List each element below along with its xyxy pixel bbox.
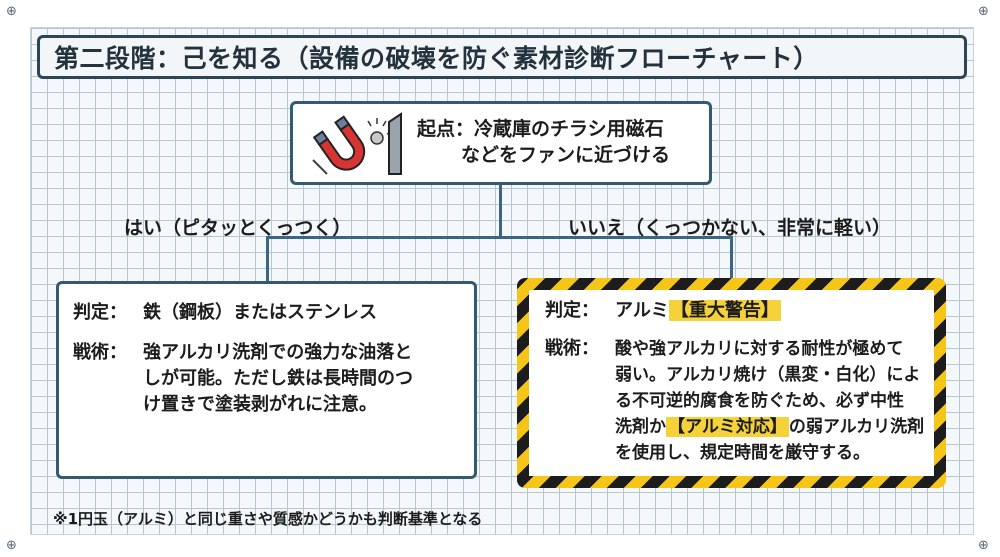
- verdict-value: アルミ: [615, 300, 669, 321]
- result-box-steel: 判定： 鉄（鋼板）またはステンレス 戦術： 強アルカリ洗剤での強力な油落と しが…: [56, 281, 477, 479]
- start-line-2: などをファンに近づける: [461, 144, 671, 166]
- verdict-row-aluminum: 判定： アルミ【重大警告】: [545, 298, 925, 324]
- tactic-line: 洗剤か【アルミ対応】の弱アルカリ洗剤: [615, 417, 925, 437]
- tactic-label: 戦術：: [73, 342, 127, 363]
- tactic-line: しが可能。ただし鉄は長時間のつ: [143, 368, 413, 389]
- start-description: 起点：冷蔵庫のチラシ用磁石 などをファンに近づける: [417, 116, 670, 168]
- connector-right: [730, 236, 733, 280]
- tactic-line: 酸や強アルカリに対する耐性が極めて: [615, 339, 904, 359]
- verdict-value: 鉄（鋼板）またはステンレス: [143, 302, 377, 323]
- start-node: 起点：冷蔵庫のチラシ用磁石 などをファンに近づける: [290, 101, 712, 185]
- tactic-line: 弱い。アルカリ焼け（黒変・白化）によ: [615, 365, 921, 385]
- connector-stem: [499, 185, 502, 237]
- title-banner: 第二段階：己を知る（設備の破壊を防ぐ素材診断フローチャート）: [37, 35, 967, 79]
- crosshair-mark-top-right: ⊕: [978, 4, 989, 19]
- tactic-line: を使用し、規定時間を厳守する。: [615, 443, 870, 463]
- verdict-label: 判定：: [73, 302, 127, 323]
- tactic-label: 戦術：: [545, 338, 599, 359]
- warning-badge: 【重大警告】: [668, 300, 781, 321]
- page-title: 第二段階：己を知る（設備の破壊を防ぐ素材診断フローチャート）: [54, 44, 819, 73]
- crosshair-mark-bottom-left: ⊕: [6, 538, 17, 553]
- aluminum-compatible-highlight: 【アルミ対応】: [666, 417, 789, 437]
- start-line-1: 起点：冷蔵庫のチラシ用磁石: [417, 118, 664, 140]
- tactic-row-aluminum: 戦術： 酸や強アルカリに対する耐性が極めて 弱い。アルカリ焼け（黒変・白化）によ…: [545, 336, 929, 468]
- verdict-label: 判定：: [545, 300, 599, 321]
- branch-label-yes: はい（ピタッとくっつく）: [124, 217, 352, 239]
- result-box-aluminum: 判定： アルミ【重大警告】 戦術： 酸や強アルカリに対する耐性が極めて 弱い。ア…: [517, 278, 946, 488]
- tactic-line: け置きで塗装剥がれに注意。: [143, 394, 377, 415]
- crosshair-mark-bottom-right: ⊕: [978, 538, 989, 553]
- footnote: ※1円玉（アルミ）と同じ重さや質感かどうかも判断基準となる: [53, 510, 483, 528]
- tactic-line: 強アルカリ洗剤での強力な油落と: [143, 342, 413, 363]
- connector-bar: [266, 236, 733, 239]
- tactic-line: る不可逆的腐食を防ぐため、必ず中性: [615, 391, 904, 411]
- branch-label-no: いいえ（くっつかない、非常に軽い）: [568, 217, 892, 239]
- warning-panel: 判定： アルミ【重大警告】 戦術： 酸や強アルカリに対する耐性が極めて 弱い。ア…: [529, 290, 934, 476]
- magnet-icon: [312, 112, 402, 175]
- verdict-row-steel: 判定： 鉄（鋼板）またはステンレス: [73, 300, 473, 326]
- tactic-row-steel: 戦術： 強アルカリ洗剤での強力な油落と しが可能。ただし鉄は長時間のつ け置きで…: [73, 340, 473, 420]
- crosshair-mark-top-left: ⊕: [6, 4, 17, 19]
- connector-left: [266, 236, 269, 282]
